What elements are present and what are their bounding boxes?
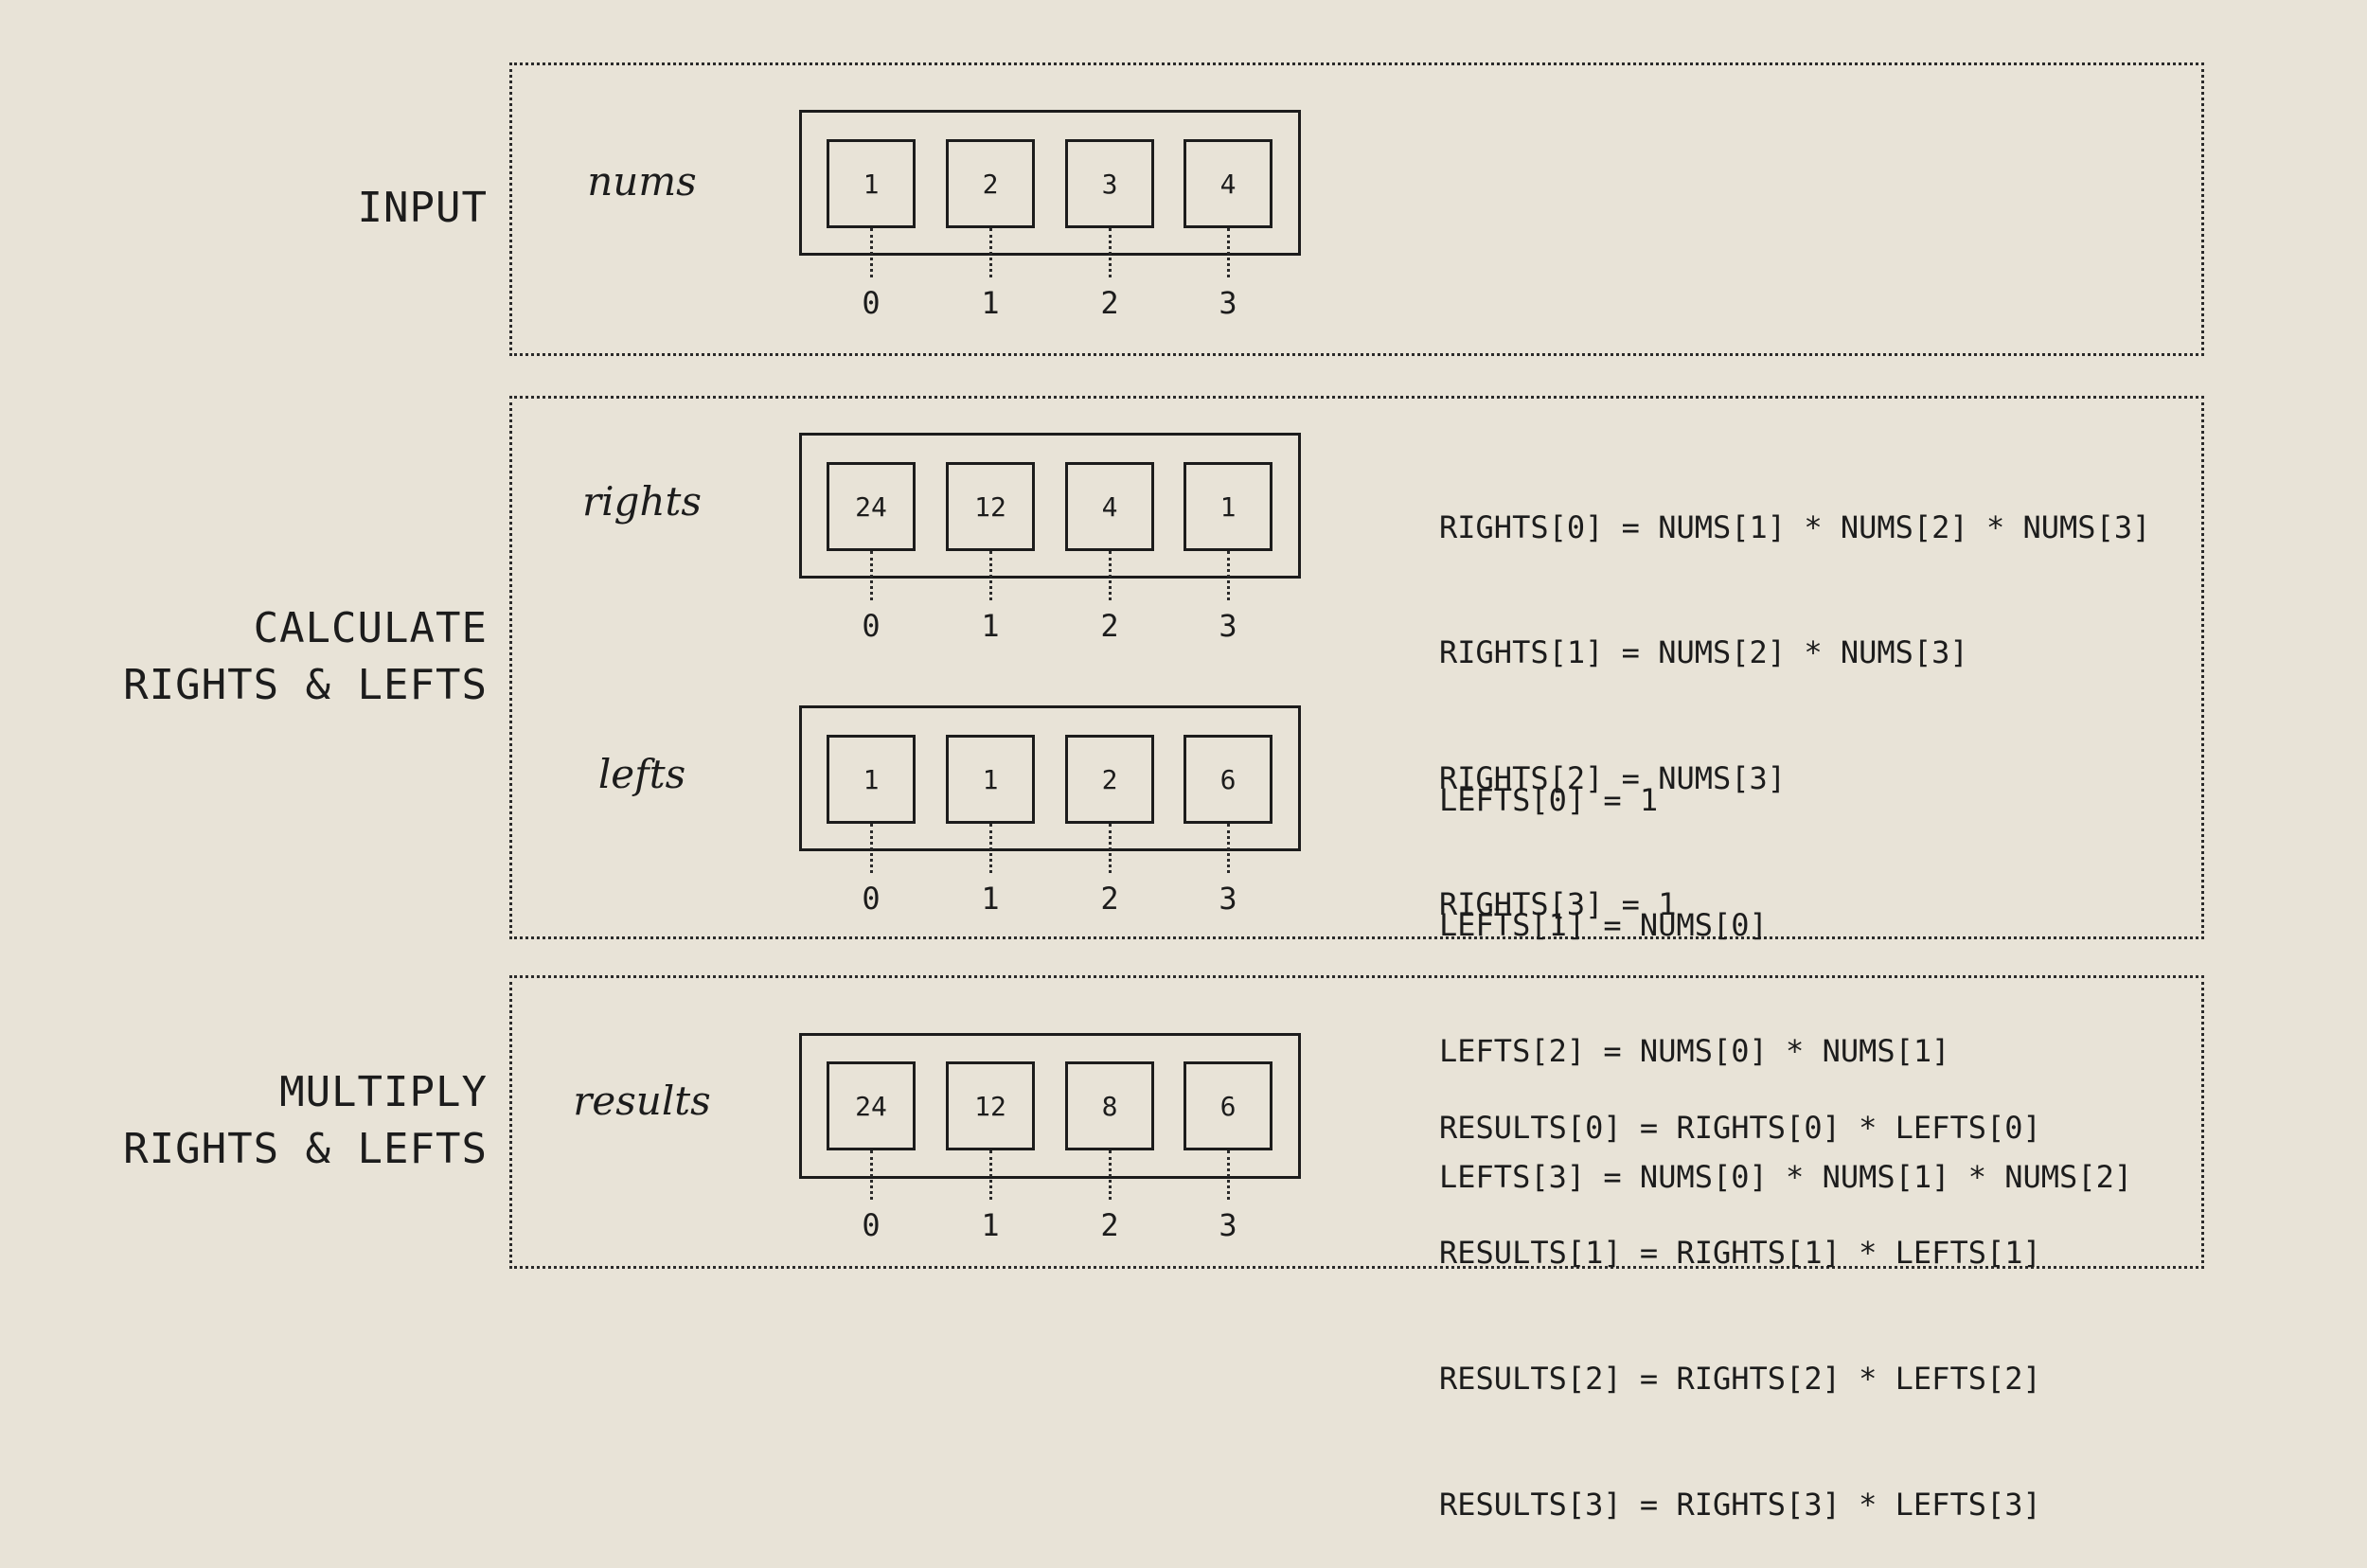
index-connector — [1227, 228, 1230, 277]
index-connector — [1109, 228, 1112, 277]
index-connector — [1109, 824, 1112, 873]
index-label: 1 — [981, 285, 1000, 321]
array-name-lefts: lefts — [597, 751, 686, 797]
index-label: 0 — [862, 1207, 881, 1243]
section-label-line: CALCULATE — [253, 604, 488, 652]
array-cell: 6 — [1184, 735, 1272, 824]
index-connector — [870, 824, 873, 873]
formula-line: RESULTS[1] = RIGHTS[1] * LEFTS[1] — [1439, 1235, 2041, 1272]
formula-block-lefts: LEFTS[0] = 1 LEFTS[1] = NUMS[0] LEFTS[2]… — [1439, 695, 2132, 1240]
index-label: 3 — [1219, 881, 1237, 917]
formula-line: LEFTS[2] = NUMS[0] * NUMS[1] — [1439, 1033, 1950, 1070]
section-box-multiply — [509, 975, 2204, 1269]
index-label: 0 — [862, 285, 881, 321]
index-connector — [1109, 1150, 1112, 1200]
array-cell: 1 — [1184, 462, 1272, 551]
index-connector — [1227, 1150, 1230, 1200]
section-label-line: INPUT — [357, 184, 488, 232]
index-label: 2 — [1100, 608, 1119, 644]
index-connector — [989, 551, 992, 600]
formula-line: LEFTS[1] = NUMS[0] — [1439, 907, 1768, 944]
array-cell: 24 — [827, 1061, 916, 1150]
array-cell: 12 — [946, 1061, 1035, 1150]
array-frame-nums — [799, 110, 1301, 256]
index-label: 1 — [981, 1207, 1000, 1243]
section-label-line: RIGHTS & LEFTS — [123, 661, 488, 709]
array-cell: 1 — [827, 735, 916, 824]
array-cell: 8 — [1065, 1061, 1154, 1150]
array-frame-lefts — [799, 705, 1301, 851]
formula-line: RIGHTS[3] = 1 — [1439, 886, 1677, 923]
index-label: 3 — [1219, 608, 1237, 644]
array-cell: 1 — [827, 139, 916, 228]
array-name-nums: nums — [587, 158, 697, 205]
formula-line: RESULTS[2] = RIGHTS[2] * LEFTS[2] — [1439, 1361, 2041, 1398]
section-label-input: INPUT — [358, 180, 488, 237]
section-label-line: RIGHTS & LEFTS — [123, 1125, 488, 1173]
formula-line: LEFTS[0] = 1 — [1439, 781, 1659, 818]
index-label: 0 — [862, 608, 881, 644]
index-label: 1 — [981, 881, 1000, 917]
array-frame-rights — [799, 433, 1301, 579]
array-name-results: results — [573, 1078, 711, 1124]
formula-line: RIGHTS[1] = NUMS[2] * NUMS[3] — [1439, 634, 1968, 671]
formula-block-results: RESULTS[0] = RIGHTS[0] * LEFTS[0] RESULT… — [1439, 1023, 2041, 1568]
index-label: 1 — [981, 608, 1000, 644]
array-cell: 24 — [827, 462, 916, 551]
formula-line: RIGHTS[0] = NUMS[1] * NUMS[2] * NUMS[3] — [1439, 508, 2151, 545]
array-cell: 4 — [1065, 462, 1154, 551]
index-connector — [1109, 551, 1112, 600]
array-cell: 2 — [1065, 735, 1154, 824]
array-cell: 3 — [1065, 139, 1154, 228]
section-label-multiply: MULTIPLY RIGHTS & LEFTS — [123, 1064, 488, 1178]
array-cell: 6 — [1184, 1061, 1272, 1150]
index-label: 3 — [1219, 285, 1237, 321]
index-connector — [870, 228, 873, 277]
index-connector — [1227, 824, 1230, 873]
section-label-calculate: CALCULATE RIGHTS & LEFTS — [123, 600, 488, 714]
index-label: 0 — [862, 881, 881, 917]
formula-line: RIGHTS[2] = NUMS[3] — [1439, 760, 1787, 797]
section-box-calculate — [509, 396, 2204, 939]
formula-line: RESULTS[0] = RIGHTS[0] * LEFTS[0] — [1439, 1109, 2041, 1146]
index-connector — [870, 1150, 873, 1200]
index-connector — [989, 228, 992, 277]
index-connector — [989, 824, 992, 873]
formula-line: RESULTS[3] = RIGHTS[3] * LEFTS[3] — [1439, 1487, 2041, 1523]
formula-block-rights: RIGHTS[0] = NUMS[1] * NUMS[2] * NUMS[3] … — [1439, 422, 2150, 968]
array-cell: 2 — [946, 139, 1035, 228]
section-box-input — [509, 62, 2204, 356]
array-name-rights: rights — [582, 478, 702, 525]
index-label: 3 — [1219, 1207, 1237, 1243]
index-connector — [870, 551, 873, 600]
index-label: 2 — [1100, 1207, 1119, 1243]
array-cell: 4 — [1184, 139, 1272, 228]
formula-line: LEFTS[3] = NUMS[0] * NUMS[1] * NUMS[2] — [1439, 1159, 2133, 1196]
array-frame-results — [799, 1033, 1301, 1179]
index-connector — [1227, 551, 1230, 600]
index-connector — [989, 1150, 992, 1200]
section-label-line: MULTIPLY — [279, 1068, 488, 1116]
index-label: 2 — [1100, 285, 1119, 321]
array-cell: 12 — [946, 462, 1035, 551]
array-cell: 1 — [946, 735, 1035, 824]
index-label: 2 — [1100, 881, 1119, 917]
